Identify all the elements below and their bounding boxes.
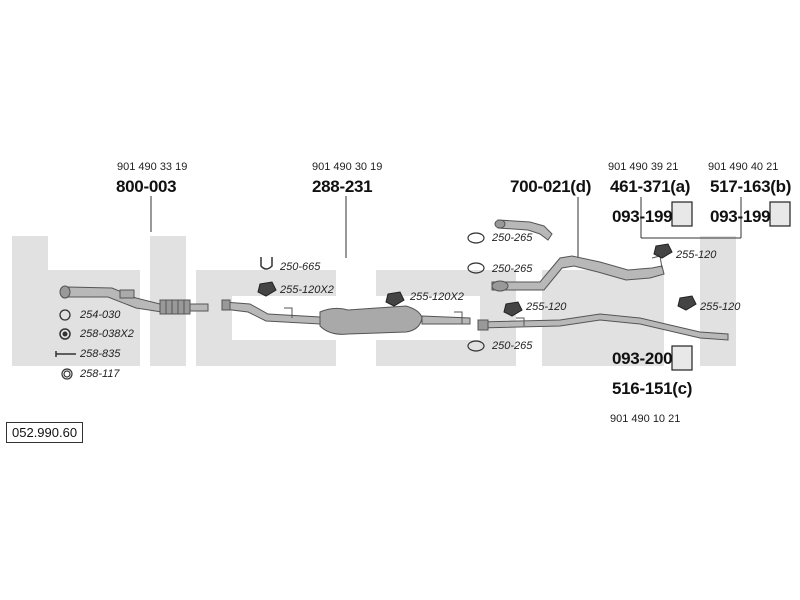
fitting-label: 258-835 bbox=[80, 348, 121, 360]
fitting-label: 258-117 bbox=[80, 368, 120, 380]
fitting-label: 255-120 bbox=[676, 249, 717, 261]
mount-icon bbox=[257, 243, 697, 317]
oem-number-middle: 901 490 30 19 bbox=[312, 161, 383, 173]
fitting-label: 250-265 bbox=[492, 263, 533, 275]
tail-pipe bbox=[494, 219, 553, 241]
rear-pipe-lower bbox=[477, 313, 729, 341]
bolt-icon bbox=[55, 351, 76, 357]
fitting-label: 255-120 bbox=[700, 301, 741, 313]
oem-number-rear-b: 901 490 40 21 bbox=[708, 161, 779, 173]
part-number-rear-c: 516-151(c) bbox=[612, 379, 693, 398]
oem-number-front: 901 490 33 19 bbox=[117, 161, 188, 173]
fitting-label: 250-265 bbox=[492, 232, 533, 244]
part-number-rear-a: 461-371(a) bbox=[610, 177, 691, 196]
part-number-front: 800-003 bbox=[116, 177, 177, 196]
gasket-icon bbox=[59, 328, 71, 340]
fitting-label: 254-030 bbox=[80, 309, 121, 321]
clamp-icon bbox=[59, 309, 71, 321]
part-number-hanger-3: 093-200 bbox=[612, 349, 673, 368]
part-number-hanger-2: 093-199 bbox=[710, 207, 771, 226]
rear-pipe-upper bbox=[491, 255, 665, 292]
clamp-ring-icon bbox=[467, 232, 485, 352]
oem-number-rear-c: 901 490 10 21 bbox=[610, 413, 681, 425]
fitting-label: 255-120X2 bbox=[280, 284, 334, 296]
fitting-label: 255-120X2 bbox=[410, 291, 464, 303]
watermark-logo bbox=[12, 236, 736, 366]
fitting-label: 258-038X2 bbox=[80, 328, 134, 340]
oem-number-rear-a: 901 490 39 21 bbox=[608, 161, 679, 173]
hanger-bracket-icon bbox=[671, 201, 791, 371]
front-pipe bbox=[59, 285, 209, 315]
leader-lines bbox=[150, 196, 742, 258]
u-bolt-icon bbox=[260, 257, 273, 270]
fitting-label: 255-120 bbox=[526, 301, 567, 313]
fitting-label: 250-665 bbox=[280, 261, 321, 273]
ring-icon bbox=[61, 368, 73, 380]
part-number-hanger-1: 093-199 bbox=[612, 207, 673, 226]
diagram-id-badge: 052.990.60 bbox=[6, 422, 84, 443]
part-number-tail-d: 700-021(d) bbox=[510, 177, 592, 196]
part-number-middle: 288-231 bbox=[312, 177, 373, 196]
fitting-label: 250-265 bbox=[492, 340, 533, 352]
middle-muffler bbox=[221, 299, 471, 335]
part-number-rear-b: 517-163(b) bbox=[710, 177, 792, 196]
